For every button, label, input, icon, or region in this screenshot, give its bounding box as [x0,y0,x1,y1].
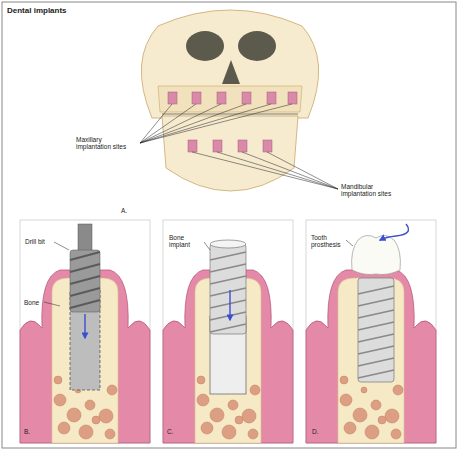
part-label: Tooth prosthesis [311,234,345,249]
prosthesis-panel [306,220,436,443]
part-label: Maxillary implantation sites [76,136,138,151]
part-label: Mandibular implantation sites [341,183,403,198]
panel-letter: A. [121,207,127,214]
drill-panel [20,220,150,443]
part-label: Bone implant [169,234,203,249]
panel-letter: B. [24,428,30,435]
panel-letter: D. [312,428,319,435]
skull [141,10,318,191]
implant-panel [163,220,293,443]
panel-letter: C. [167,428,174,435]
leader-line [140,104,338,189]
part-label: Drill bit [25,238,45,245]
diagram-title: Dental implants [7,6,67,15]
part-label: Bone [24,299,39,306]
